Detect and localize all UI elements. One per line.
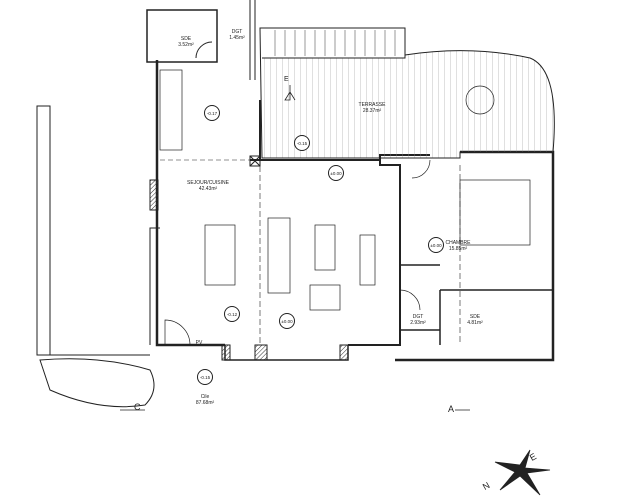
neighbour-wall — [36, 105, 51, 356]
section-mark-c: C — [134, 402, 141, 412]
section-mark-e: E — [284, 76, 289, 83]
level-marker: ±0.00 — [279, 313, 295, 329]
column — [249, 155, 261, 167]
terrace-table — [465, 85, 495, 115]
level-marker: ±0.00 — [328, 165, 344, 181]
level-marker: ±0.00 — [428, 237, 444, 253]
level-marker: -0.12 — [224, 306, 240, 322]
level-marker: -0.15 — [197, 369, 213, 385]
site-outline — [39, 358, 155, 408]
level-marker: -0.17 — [204, 105, 220, 121]
door-label: PV — [195, 340, 203, 346]
level-marker: -0.15 — [294, 135, 310, 151]
exterior-wall — [155, 60, 225, 347]
section-mark-a: A — [448, 404, 455, 414]
terrace-outline — [259, 27, 555, 159]
compass-rose — [494, 449, 551, 496]
